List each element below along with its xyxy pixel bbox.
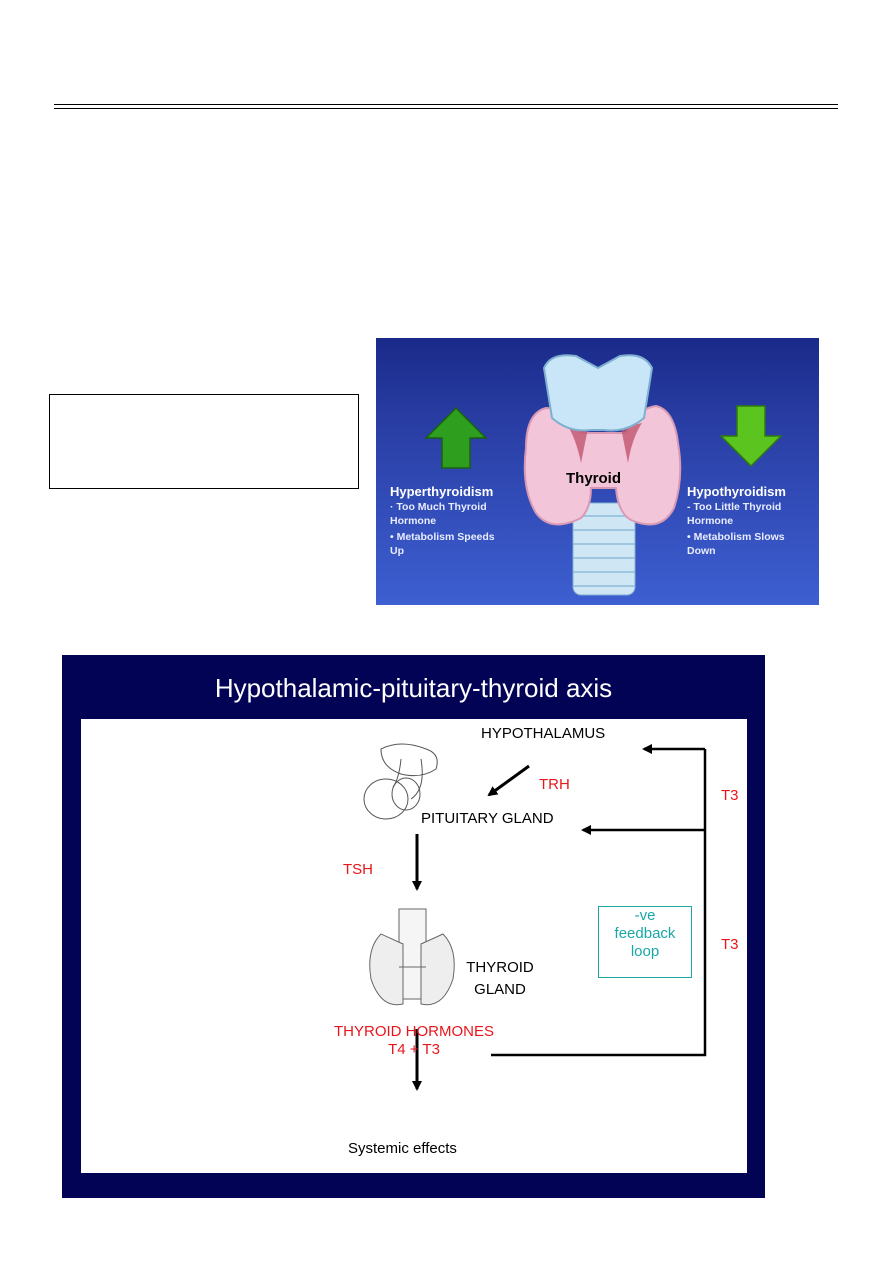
header-rule-top: [54, 104, 838, 105]
hpt-axis-slide: Hypothalamic-pituitary-thyroid axis: [62, 655, 765, 1198]
trachea-icon: [572, 502, 636, 596]
empty-text-box: [49, 394, 359, 489]
t3-upper-label: T3: [721, 787, 739, 804]
hyperthyroidism-heading: Hyperthyroidism: [390, 484, 494, 499]
hormones-line: T4 + T3: [388, 1041, 440, 1058]
thyroid-gland-label: THYROID GLAND: [465, 957, 535, 1001]
hyper-line: Hormone: [390, 515, 437, 527]
feedback-line: loop: [630, 943, 660, 960]
hypothalamus-label: HYPOTHALAMUS: [481, 725, 606, 742]
hyper-line: Up: [390, 545, 404, 557]
header-rule-bottom: [54, 108, 838, 109]
thyroid-gland-icon: [523, 404, 682, 526]
thyroid-label: Thyroid: [566, 470, 621, 487]
hormones-line: THYROID HORMONES: [333, 1023, 494, 1040]
hypo-line: Hormone: [687, 515, 734, 527]
tsh-label: TSH: [343, 861, 373, 878]
thyroid-sketch-icon: [369, 908, 455, 1006]
pituitary-gland-icon: [363, 743, 438, 820]
thyroid-gland-line: THYROID: [466, 959, 534, 976]
trh-label: TRH: [539, 776, 570, 793]
larynx-icon: [542, 354, 654, 432]
pituitary-label: PITUITARY GLAND: [421, 810, 554, 827]
thyroid-gland-line: GLAND: [474, 981, 526, 998]
hyper-line: · Too Much Thyroid: [390, 501, 487, 513]
hyper-line: • Metabolism Speeds: [390, 531, 495, 543]
feedback-loop-box: -ve feedback loop: [598, 906, 692, 978]
thyroid-illustration: Thyroid Hyperthyroidism · Too Much Thyro…: [376, 338, 819, 605]
thyroid-drawing: [424, 354, 783, 596]
t3-lower-label: T3: [721, 936, 739, 953]
thyroid-hormones-label: THYROID HORMONES T4 + T3: [309, 1023, 519, 1059]
diagram-arrows: [363, 743, 707, 1091]
hypo-line: • Metabolism Slows: [687, 531, 785, 543]
up-arrow-icon: [424, 406, 488, 469]
slide-title: Hypothalamic-pituitary-thyroid axis: [214, 673, 613, 703]
feedback-line: feedback: [614, 925, 676, 942]
down-arrow-icon: [719, 405, 783, 468]
hypothyroidism-heading: Hypothyroidism: [687, 484, 786, 499]
diagram-area: HYPOTHALAMUS TRH PITUITARY GLAND T3 TSH …: [81, 719, 747, 1173]
hypo-line: - Too Little Thyroid: [687, 501, 782, 513]
systemic-effects-label: Systemic effects: [348, 1140, 457, 1157]
feedback-line: -ve: [634, 907, 656, 924]
hypo-line: Down: [687, 545, 716, 557]
